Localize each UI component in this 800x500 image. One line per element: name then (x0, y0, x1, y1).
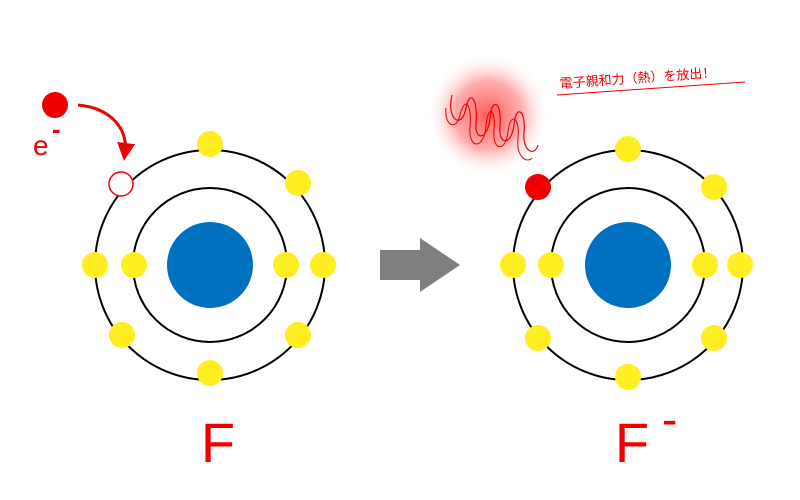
incoming-electron (42, 92, 68, 118)
incoming-electron-group: e - (33, 92, 136, 161)
outer-electron (701, 174, 727, 200)
electron-charge: - (52, 114, 61, 144)
outer-electron (285, 170, 311, 196)
nucleus (585, 222, 671, 308)
outer-electron (727, 252, 753, 278)
outer-electron (701, 325, 727, 351)
fluorine-atom: F (82, 131, 336, 474)
vacant-electron-slot (108, 171, 134, 197)
atom-symbol-left: F (201, 411, 235, 474)
outer-electron (285, 322, 311, 348)
inner-electron (121, 252, 147, 278)
heat-wave-icon (450, 94, 539, 152)
captured-electron (525, 174, 551, 200)
outer-electron (109, 322, 135, 348)
outer-electron (197, 360, 223, 386)
electron-symbol: e (33, 130, 49, 161)
fluoride-ion: F - (500, 136, 753, 474)
electron-capture-arrow (77, 103, 136, 161)
outer-electron (197, 131, 223, 157)
callout-underline (556, 81, 746, 96)
outer-electron (310, 252, 336, 278)
inner-electron (692, 252, 718, 278)
outer-electron (500, 252, 526, 278)
outer-electron (615, 364, 641, 390)
outer-electron (525, 325, 551, 351)
outer-electron (615, 136, 641, 162)
outer-electron (82, 252, 108, 278)
reaction-arrow (380, 238, 460, 292)
inner-electron (538, 252, 564, 278)
ion-charge: - (662, 393, 677, 445)
electron-affinity-callout: 電子親和力（熱）を放出！ (559, 66, 716, 92)
atom-symbol-right: F (615, 411, 649, 474)
inner-electron (273, 252, 299, 278)
nucleus (167, 222, 253, 308)
heat-wave-icon-2 (445, 103, 533, 161)
